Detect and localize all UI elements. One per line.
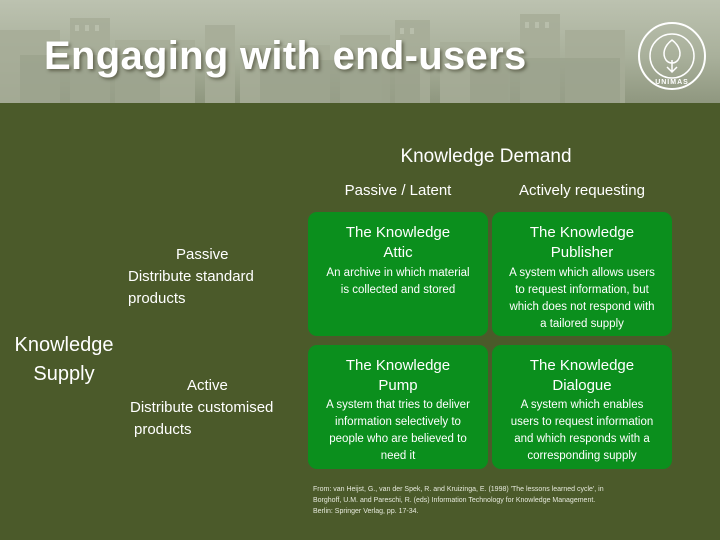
column-header-passive-latent: Passive / Latent xyxy=(344,182,452,199)
dialogue-title-line1: The Knowledge xyxy=(529,357,635,374)
attic-title: The Knowledge Attic xyxy=(308,223,488,263)
attic-body-line2: is collected and stored xyxy=(340,284,456,296)
supply-title-line1: Knowledge xyxy=(14,334,114,356)
box-knowledge-attic: The Knowledge Attic An archive in which … xyxy=(308,212,488,336)
reference-citation: From: van Heijst, G., van der Spek, R. a… xyxy=(313,484,693,517)
publisher-title-line2: Publisher xyxy=(550,244,614,261)
page-title: Engaging with end-users xyxy=(44,34,527,78)
reference-line3: Berlin: Springer Verlag, pp. 17-34. xyxy=(313,508,419,515)
pump-description: A system that tries to deliver informati… xyxy=(312,397,484,465)
publisher-description: A system which allows users to request i… xyxy=(496,265,668,333)
attic-body-line1: An archive in which material xyxy=(326,267,470,279)
reference-line1: From: van Heijst, G., van der Spek, R. a… xyxy=(313,486,604,493)
pump-title-line2: Pump xyxy=(378,377,418,394)
box-knowledge-pump: The Knowledge Pump A system that tries t… xyxy=(308,345,488,469)
pump-body-line3: people who are believed to xyxy=(329,433,467,445)
dialogue-body-line3: and which responds with a xyxy=(514,433,650,445)
knowledge-supply-title: Knowledge Supply xyxy=(0,331,128,389)
row-label-active-line3: products xyxy=(134,421,192,438)
box-knowledge-dialogue: The Knowledge Dialogue A system which en… xyxy=(492,345,672,469)
row-label-passive-line2: Distribute standard xyxy=(128,268,254,285)
publisher-title-line1: The Knowledge xyxy=(529,224,635,241)
publisher-body-line3: which does not respond with xyxy=(509,301,655,313)
knowledge-demand-title: Knowledge Demand xyxy=(400,146,572,167)
attic-title-line2: Attic xyxy=(383,244,413,261)
seal-text: UNIMAS xyxy=(655,79,689,86)
pump-body-line1: A system that tries to deliver xyxy=(326,399,470,411)
dialogue-title: The Knowledge Dialogue xyxy=(492,356,672,396)
dialogue-body-line4: corresponding supply xyxy=(527,450,637,462)
header-banner: Engaging with end-users UNIMAS xyxy=(0,0,720,103)
pump-body-line2: information selectively to xyxy=(335,416,461,428)
row-label-passive-line3: products xyxy=(128,290,186,307)
box-knowledge-publisher: The Knowledge Publisher A system which a… xyxy=(492,212,672,336)
supply-title-line2: Supply xyxy=(33,363,95,385)
reference-line2: Borghoff, U.M. and Pareschi, R. (eds) In… xyxy=(313,497,596,504)
dialogue-body-line1: A system which enables xyxy=(520,399,644,411)
dialogue-title-line2: Dialogue xyxy=(552,377,612,394)
pump-body-line4: need it xyxy=(380,450,416,462)
publisher-body-line4: a tailored supply xyxy=(540,318,624,330)
row-label-active-line1: Active xyxy=(187,377,228,394)
row-label-active: Active Distribute customised products xyxy=(130,375,308,441)
publisher-title: The Knowledge Publisher xyxy=(492,223,672,263)
row-label-passive-line1: Passive xyxy=(176,246,229,263)
campus-skyline-icon xyxy=(0,14,625,103)
dialogue-body-line2: users to request information xyxy=(510,416,654,428)
unimas-seal-icon: UNIMAS xyxy=(638,22,706,90)
pump-title: The Knowledge Pump xyxy=(308,356,488,396)
publisher-body-line1: A system which allows users xyxy=(509,267,655,279)
row-label-passive: Passive Distribute standard products xyxy=(128,244,303,310)
dialogue-description: A system which enables users to request … xyxy=(496,397,668,465)
attic-title-line1: The Knowledge xyxy=(345,224,451,241)
pump-title-line1: The Knowledge xyxy=(345,357,451,374)
publisher-body-line2: to request information, but xyxy=(515,284,649,296)
row-label-active-line2: Distribute customised xyxy=(130,399,274,416)
column-header-actively-requesting: Actively requesting xyxy=(519,182,645,199)
attic-description: An archive in which material is collecte… xyxy=(312,265,484,299)
